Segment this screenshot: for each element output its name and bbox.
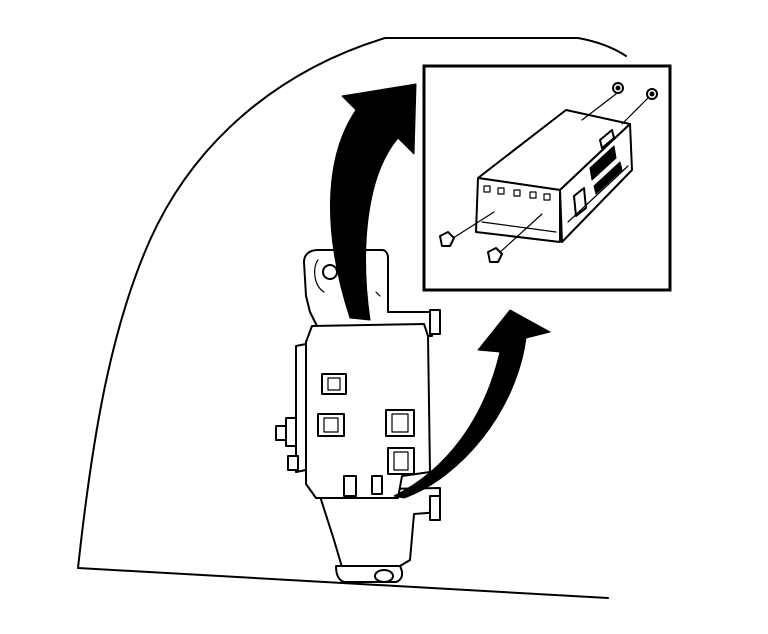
trim-panel-outline	[77, 37, 627, 599]
lower-removal-arrow	[393, 309, 551, 499]
control-module	[275, 323, 431, 499]
mounting-bracket	[303, 249, 441, 583]
module-fasteners	[439, 82, 658, 263]
detail-inset	[422, 64, 672, 292]
upper-removal-arrow	[329, 83, 417, 321]
module-box	[475, 109, 633, 243]
